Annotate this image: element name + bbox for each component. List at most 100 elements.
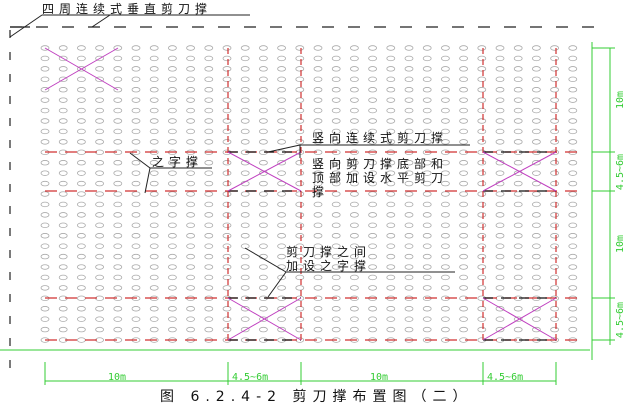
pole: [477, 128, 487, 135]
pole: [495, 212, 505, 218]
pole: [459, 66, 469, 72]
pole: [77, 233, 86, 239]
pole: [440, 253, 450, 260]
pole: [295, 285, 305, 291]
pole: [404, 285, 414, 291]
pole: [77, 264, 86, 270]
pole: [331, 285, 341, 291]
pole: [459, 55, 469, 62]
pole: [131, 243, 141, 249]
pole: [77, 243, 86, 249]
pole: [459, 139, 469, 145]
pole: [131, 107, 141, 114]
pole: [477, 191, 487, 197]
pole: [149, 306, 159, 312]
pole: [240, 55, 250, 62]
pole: [313, 139, 323, 145]
pole: [495, 139, 505, 145]
pole: [532, 222, 541, 229]
pole: [568, 264, 578, 270]
pole: [58, 170, 68, 176]
pole: [149, 97, 159, 103]
dim-right-1: 10m: [615, 91, 626, 109]
pole: [440, 87, 450, 93]
pole: [368, 253, 378, 260]
pole: [532, 326, 541, 333]
pole: [550, 264, 559, 270]
pole: [149, 201, 159, 208]
pole: [258, 107, 268, 114]
pole: [258, 222, 268, 229]
pole: [240, 118, 250, 124]
pole: [77, 274, 86, 281]
pole: [532, 45, 541, 51]
pole: [167, 170, 177, 176]
pole: [167, 160, 177, 166]
pole: [240, 264, 250, 270]
pole: [149, 243, 159, 249]
pole: [95, 274, 104, 281]
pole: [368, 285, 378, 291]
pole: [40, 253, 50, 260]
pole: [313, 180, 323, 187]
pole: [131, 264, 141, 270]
pole: [459, 316, 469, 322]
pole: [186, 316, 196, 322]
pole: [240, 326, 250, 333]
pole: [568, 107, 578, 114]
pole: [186, 326, 196, 333]
pole: [204, 160, 214, 166]
pole: [40, 191, 50, 197]
pole: [386, 306, 396, 312]
pole: [167, 139, 177, 145]
pole: [167, 201, 177, 208]
pole: [222, 264, 232, 270]
pole: [313, 212, 323, 218]
pole: [77, 285, 86, 291]
pole: [95, 285, 104, 291]
pole: [422, 233, 432, 239]
pole: [349, 253, 359, 260]
pole: [349, 97, 359, 103]
pole: [58, 191, 68, 197]
pole: [313, 243, 323, 249]
pole: [240, 201, 250, 208]
pole: [258, 316, 268, 322]
pole: [550, 97, 559, 103]
pole: [77, 222, 86, 229]
pole: [349, 160, 359, 166]
pole: [113, 233, 123, 239]
pole: [167, 253, 177, 260]
pole: [40, 306, 50, 312]
pole: [131, 160, 141, 166]
pole: [277, 233, 287, 239]
pole: [113, 160, 123, 166]
pole: [167, 316, 177, 322]
pole: [58, 76, 68, 82]
pole: [386, 45, 396, 51]
pole: [131, 233, 141, 239]
pole: [422, 253, 432, 260]
pole: [277, 253, 287, 260]
pole: [422, 160, 432, 166]
pole: [313, 118, 323, 124]
pole: [331, 264, 341, 270]
pole: [440, 97, 450, 103]
pole: [167, 306, 177, 312]
pole: [167, 222, 177, 229]
pole: [550, 160, 559, 166]
leader-line: [267, 271, 287, 298]
pole: [131, 316, 141, 322]
pole: [404, 45, 414, 51]
pole: [277, 243, 287, 249]
pole: [240, 107, 250, 114]
pole: [440, 274, 450, 281]
pole: [422, 118, 432, 124]
pole: [459, 326, 469, 333]
pole: [404, 326, 414, 333]
pole: [204, 222, 214, 229]
pole: [222, 87, 232, 93]
pole: [277, 55, 287, 62]
pole: [440, 191, 450, 197]
pole: [295, 306, 305, 312]
